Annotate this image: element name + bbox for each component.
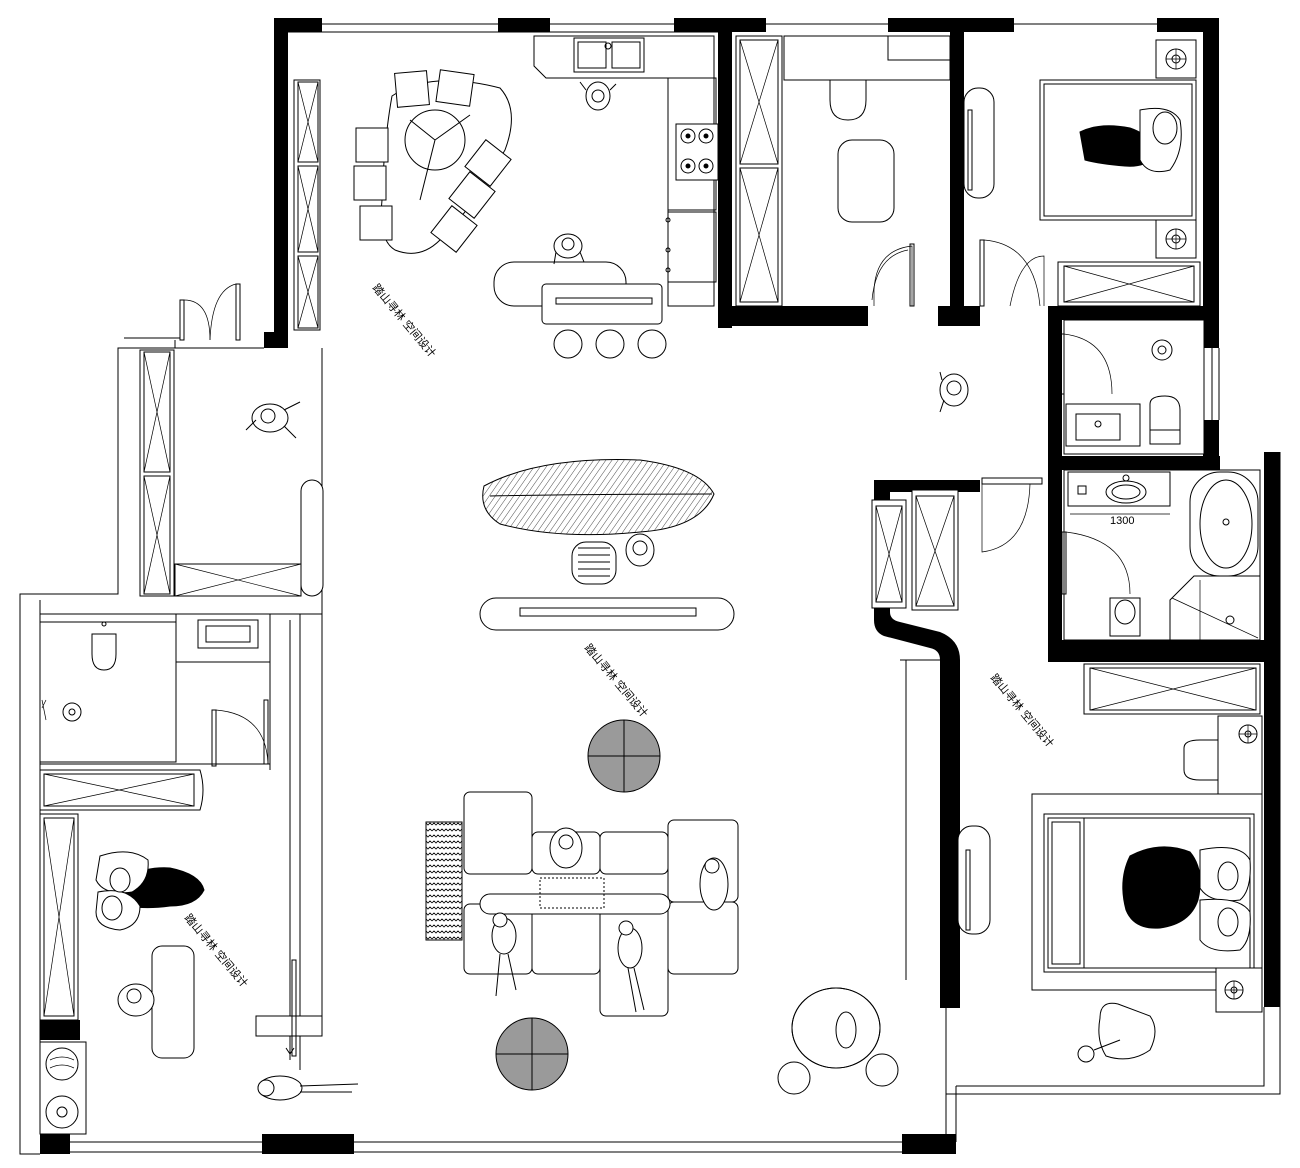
watermark-master: 踏山寻林 空间设计 <box>988 671 1058 750</box>
lounge-chair <box>571 533 655 585</box>
person-hall <box>939 371 969 413</box>
person-cook <box>579 81 617 111</box>
kitchen-island <box>493 261 667 359</box>
nightstand-master <box>1215 967 1263 1013</box>
beanbag <box>777 987 899 1095</box>
bathroom-2 <box>1059 319 1205 455</box>
wardrobe-kitchen-left <box>293 79 321 331</box>
walls <box>40 18 1280 1154</box>
washbasin: 1300 <box>1067 471 1171 527</box>
side-table-2 <box>495 1017 569 1091</box>
watermark-living: 踏山寻林 空间设计 <box>582 641 652 720</box>
bathroom-1 <box>783 35 951 307</box>
toilet-master <box>1109 597 1141 637</box>
wardrobe-master-left <box>871 489 959 611</box>
washing-machine <box>39 1041 87 1135</box>
bed-left <box>95 851 205 931</box>
leaf-table <box>482 459 715 536</box>
armchair-master <box>1077 1002 1156 1063</box>
bathtub <box>1189 471 1259 577</box>
bed-master <box>1043 813 1255 973</box>
wardrobe-left-bedroom <box>39 769 204 1021</box>
left-bath <box>39 619 269 767</box>
wardrobe-entry <box>139 349 324 597</box>
bedroom-1 <box>963 39 1197 307</box>
shower <box>1169 575 1261 641</box>
wardrobes <box>39 35 1261 1021</box>
master-door <box>981 477 1043 553</box>
rug <box>425 821 463 941</box>
wardrobe-bedroom1 <box>1057 261 1201 307</box>
entry-door <box>179 283 241 341</box>
wardrobe-master-top <box>1083 663 1261 715</box>
bed-1 <box>1039 79 1197 221</box>
master-bath: 1300 <box>1061 469 1261 641</box>
master-bedroom <box>957 715 1263 1063</box>
sofa <box>463 791 739 1017</box>
dining-chairs <box>353 69 512 253</box>
person-counter <box>553 233 585 265</box>
kitchen-stove <box>675 123 719 181</box>
wardrobe-bath <box>735 35 783 307</box>
watermark-kitchen: 踏山寻林 空间设计 <box>370 281 440 360</box>
nightstand-2 <box>1155 219 1197 259</box>
side-table-1 <box>587 719 661 793</box>
dimension-label: 1300 <box>1110 515 1134 527</box>
kitchen-sink <box>573 37 645 73</box>
person-entry <box>245 401 301 439</box>
kitchen <box>353 35 719 359</box>
living <box>245 371 969 1101</box>
people-sofa <box>491 827 729 1013</box>
left-bedroom <box>39 851 297 1135</box>
console <box>479 597 735 631</box>
nightstand-1 <box>1155 39 1197 79</box>
person-desk <box>117 983 155 1017</box>
person-lying <box>257 1075 359 1101</box>
